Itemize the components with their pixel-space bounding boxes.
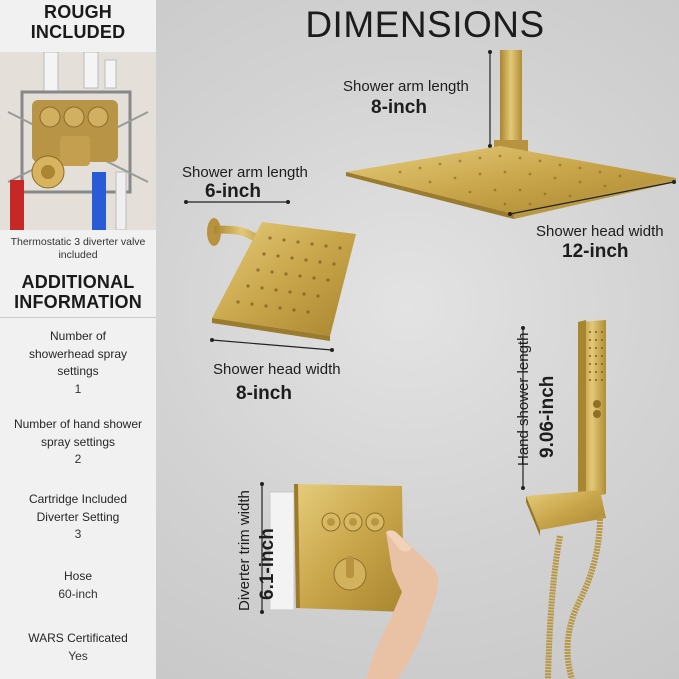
divider <box>0 317 156 318</box>
info-item-label: Cartridge Included Diverter Setting <box>28 492 128 524</box>
rough-valve-image <box>0 52 156 230</box>
hand-shower-value: 9.06-inch <box>537 375 558 458</box>
ceiling-head-value: 12-inch <box>562 241 629 262</box>
ceiling-arm-value: 8-inch <box>371 97 427 118</box>
hand-shower-label: Hand shower length <box>515 332 532 466</box>
info-item-label: Hose <box>63 569 92 583</box>
info-item-label: WARS Certificated <box>28 631 128 645</box>
info-item-value: Yes <box>68 648 88 663</box>
trim-label: Diverter trim width <box>236 490 253 611</box>
info-item-certification: WARS Certificated Yes <box>6 630 150 665</box>
rough-bracket <box>269 491 295 611</box>
ceiling-arm-label: Shower arm length <box>343 78 469 95</box>
info-item-value: 2 <box>74 452 82 466</box>
pressing-hand <box>366 530 439 679</box>
wall-shower-head <box>212 222 356 341</box>
ceiling-shower-head <box>346 146 676 219</box>
diverter-trim-plate <box>294 484 404 612</box>
wall-arm-value: 6-inch <box>205 181 261 202</box>
info-item-hand-shower-settings: Number of hand shower spray settings 2 <box>6 416 150 469</box>
rough-included-heading: ROUGH INCLUDED <box>30 2 126 42</box>
ceiling-shower-arm <box>494 50 528 156</box>
info-sidebar: ROUGH INCLUDED <box>0 0 156 679</box>
info-item-hose: Hose 60-inch <box>6 568 150 603</box>
wall-arm-label: Shower arm length <box>182 164 308 181</box>
rough-valve-illustration <box>0 52 156 230</box>
ceiling-head-dimension-line <box>509 181 675 215</box>
info-item-showerhead-settings: Number of showerhead spray settings 1 <box>6 328 150 398</box>
info-item-label: Number of hand shower spray settings <box>13 417 143 449</box>
info-item-cartridge: Cartridge Included Diverter Setting 3 <box>6 491 150 544</box>
additional-info-heading: ADDITIONAL INFORMATION <box>14 272 142 312</box>
info-item-label: Number of showerhead spray settings <box>28 329 128 378</box>
info-item-value: 60-inch <box>58 586 98 601</box>
info-item-value: 1 <box>74 381 82 396</box>
wall-head-value: 8-inch <box>236 383 292 404</box>
info-item-value: 3 <box>74 527 82 541</box>
hand-shower <box>526 320 606 679</box>
ceiling-head-label: Shower head width <box>536 223 664 240</box>
page-title: DIMENSIONS <box>305 4 545 45</box>
trim-value: 6.1-inch <box>257 528 278 600</box>
rough-caption: Thermostatic 3 diverter valve included <box>10 236 146 261</box>
wall-head-dimension-line <box>211 339 333 351</box>
wall-head-label: Shower head width <box>213 361 341 378</box>
